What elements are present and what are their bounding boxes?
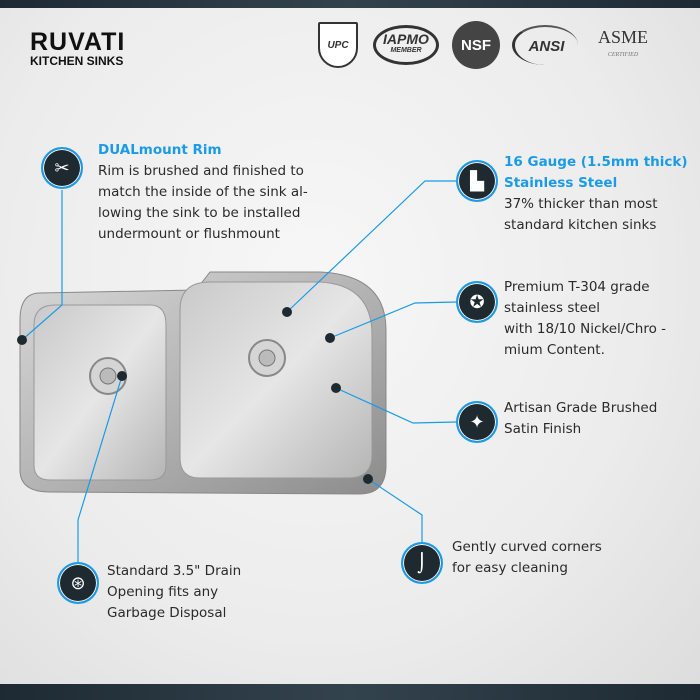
feature-line: standard kitchen sinks bbox=[504, 217, 657, 233]
feature-line: Artisan Grade Brushed bbox=[504, 400, 658, 416]
feature-line: match the inside of the sink al- bbox=[98, 184, 308, 200]
iapmo-label: IAPMO bbox=[383, 31, 429, 47]
feature-finish: Artisan Grade Brushed Satin Finish bbox=[504, 398, 657, 440]
callout-lines bbox=[21, 180, 457, 563]
feature-line: Gently curved corners bbox=[452, 539, 602, 555]
feature-t304: Premium T-304 grade stainless steel with… bbox=[504, 277, 666, 361]
right-bowl bbox=[179, 281, 373, 479]
feature-line: mium Content. bbox=[504, 342, 605, 358]
feature-title: 16 Gauge (1.5mm thick) bbox=[504, 154, 688, 170]
feature-line: with 18/10 Nickel/Chro - bbox=[504, 321, 666, 337]
feature-title: Stainless Steel bbox=[504, 175, 618, 191]
feature-line: 37% thicker than most bbox=[504, 196, 658, 212]
feature-line: stainless steel bbox=[504, 300, 601, 316]
iapmo-sub: MEMBER bbox=[390, 47, 422, 54]
feature-line: undermount or flushmount bbox=[98, 226, 280, 242]
feature-corners: Gently curved corners for easy cleaning bbox=[452, 537, 602, 579]
feature-title: DUALmount Rim bbox=[98, 142, 222, 158]
curve-icon: ⌡ bbox=[401, 542, 443, 584]
feature-line: Standard 3.5" Drain bbox=[107, 563, 242, 579]
feature-dualmount: DUALmount Rim Rim is brushed and finishe… bbox=[98, 140, 308, 245]
callout-dots bbox=[17, 307, 373, 484]
feature-drain: Standard 3.5" Drain Opening fits any Gar… bbox=[107, 561, 241, 624]
tools-icon: ✂ bbox=[41, 147, 83, 189]
bottom-bar bbox=[0, 684, 700, 700]
ansi-badge: ANSI bbox=[512, 25, 578, 65]
feature-gauge: 16 Gauge (1.5mm thick) Stainless Steel 3… bbox=[504, 152, 688, 236]
feature-line: for easy cleaning bbox=[452, 560, 568, 576]
feature-line: lowing the sink to be installed bbox=[98, 205, 301, 221]
asme-label: ASME bbox=[597, 27, 648, 47]
asme-sub: CERTIFIED bbox=[607, 52, 639, 58]
gauge-ruler-icon: ▙ bbox=[456, 160, 498, 202]
feature-line: Premium T-304 grade bbox=[504, 279, 650, 295]
sparkle-icon: ✦ bbox=[456, 401, 498, 443]
drain-icon: ⊛ bbox=[57, 562, 99, 604]
feature-line: Satin Finish bbox=[504, 421, 582, 437]
upc-badge: UPC bbox=[318, 22, 358, 68]
top-bar bbox=[0, 0, 700, 8]
nsf-badge: NSF bbox=[452, 21, 500, 69]
medal-icon: ✪ bbox=[456, 281, 498, 323]
feature-line: Rim is brushed and finished to bbox=[98, 163, 304, 179]
brand-tagline: KITCHEN SINKS bbox=[30, 54, 124, 68]
asme-badge: ASME CERTIFIED bbox=[590, 26, 656, 66]
feature-line: Opening fits any bbox=[107, 584, 219, 600]
feature-line: Garbage Disposal bbox=[107, 605, 227, 621]
brand-logo: RUVATI bbox=[30, 28, 126, 56]
